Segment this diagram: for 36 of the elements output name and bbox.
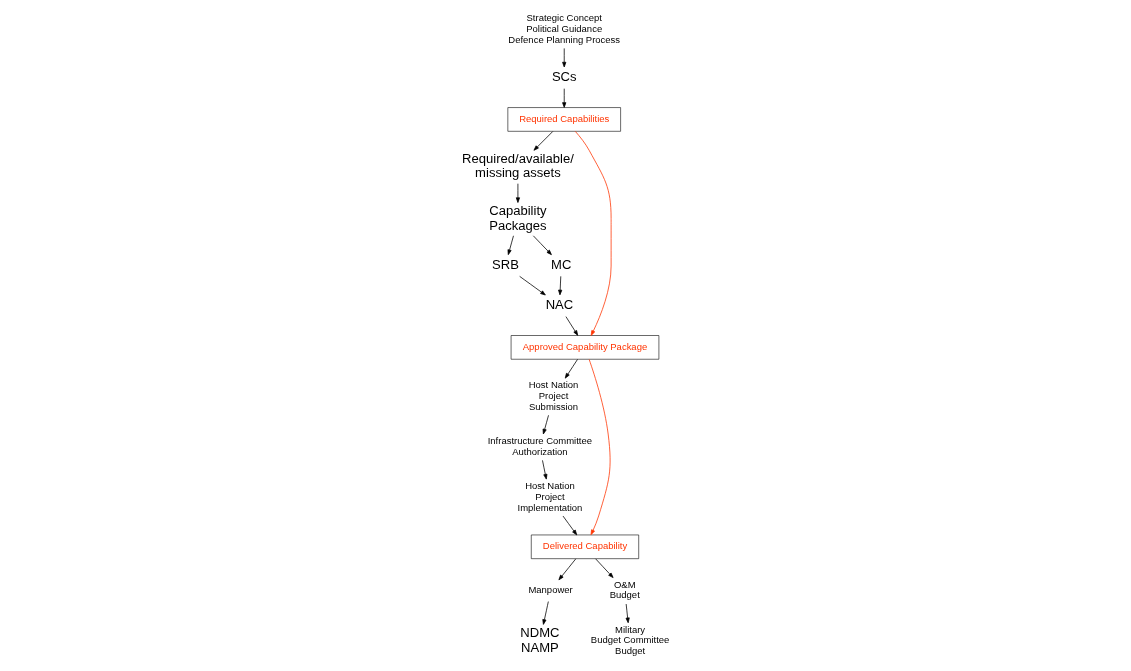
arrow	[518, 275, 546, 296]
arrow	[541, 460, 547, 480]
arrow	[532, 235, 552, 256]
arrow	[594, 558, 613, 578]
node-text: NDMC NAMP	[519, 625, 559, 655]
arrow	[565, 316, 578, 336]
node-text: Strategic Concept Political Guidance Defence Planning Process	[507, 12, 620, 45]
arrow	[515, 183, 520, 203]
node-box: Approved Capability Package	[510, 335, 659, 360]
node-text: Host Nation Project Implementation	[517, 480, 582, 513]
arrow	[558, 558, 576, 581]
node-text: MC	[550, 256, 571, 272]
node-text: Required/available/ missing assets	[461, 151, 574, 181]
arrow	[561, 88, 566, 108]
arrow	[533, 131, 553, 151]
arrow	[588, 359, 610, 536]
node-text: Capability Packages	[488, 203, 547, 233]
arrow	[562, 515, 577, 536]
node-box: Delivered Capability	[530, 534, 639, 559]
arrow	[557, 275, 562, 296]
node-text: Military Budget Committee Budget	[590, 623, 669, 657]
arrow	[542, 414, 549, 435]
arrow	[564, 358, 578, 379]
arrow	[561, 48, 566, 68]
arrow	[507, 235, 514, 256]
arrow	[625, 603, 630, 624]
node-text: Manpower	[527, 584, 573, 595]
node-text: O&M Budget	[609, 578, 640, 601]
node-text: Host Nation Project Submission	[528, 379, 578, 412]
node-text: SRB	[491, 256, 519, 272]
node-text: Infrastructure Committee Authorization	[487, 435, 592, 457]
arrow	[574, 130, 611, 336]
node-text: NAC	[545, 297, 573, 313]
node-box: Required Capabilities	[507, 107, 621, 132]
node-text: SCs	[551, 69, 577, 85]
arrow	[541, 601, 549, 625]
